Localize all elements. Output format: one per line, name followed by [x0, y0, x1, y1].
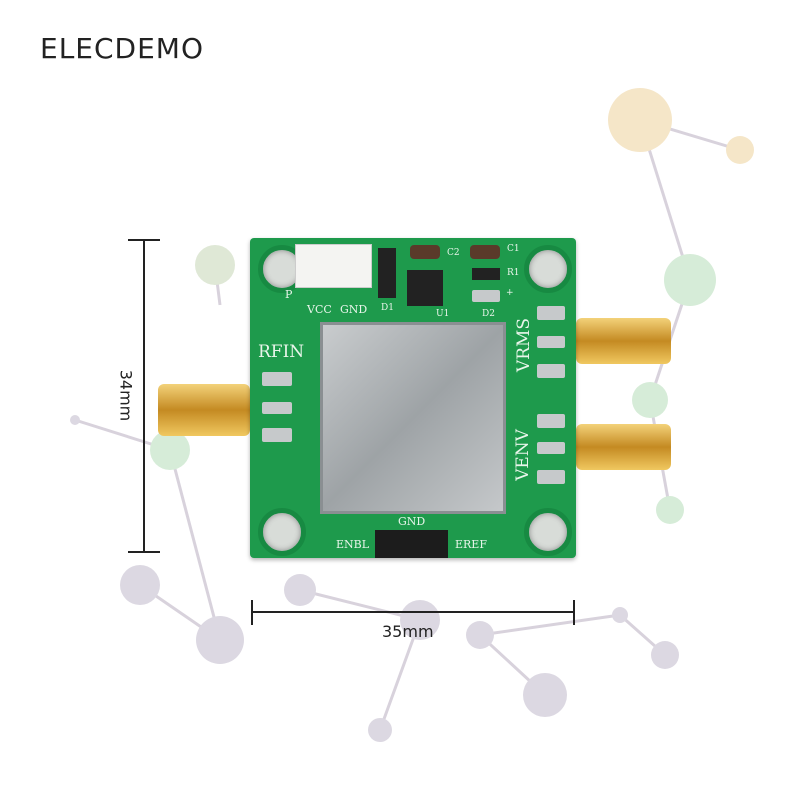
- label-c1: C1: [507, 244, 520, 254]
- pad: [537, 364, 565, 378]
- label-venv: VENV: [512, 429, 533, 481]
- label-plus: +: [506, 288, 514, 298]
- venv-sma-connector: [576, 424, 671, 470]
- vrms-sma-connector: [576, 318, 671, 364]
- pad: [537, 414, 565, 428]
- label-gnd-bottom: GND: [398, 515, 426, 528]
- led-d2: [472, 290, 500, 302]
- rf-shield-can: [320, 322, 506, 514]
- pad: [537, 336, 565, 348]
- label-d1: D1: [381, 303, 394, 313]
- label-enbl: ENBL: [336, 538, 370, 551]
- resistor-r1: [472, 268, 500, 280]
- capacitor-c2: [410, 245, 440, 259]
- brand-logo: ELECDEMO: [40, 32, 204, 65]
- width-dimension: 35mm: [382, 622, 434, 641]
- capacitor-c1: [470, 245, 500, 259]
- label-gnd: GND: [340, 303, 368, 316]
- dimension-lines: [128, 239, 575, 625]
- mounting-hole: [524, 245, 572, 293]
- label-vcc: VCC: [307, 303, 332, 316]
- pad: [262, 402, 292, 414]
- label-p: P: [285, 288, 293, 301]
- label-vrms: VRMS: [514, 317, 535, 373]
- label-d2: D2: [482, 309, 495, 319]
- pad: [537, 442, 565, 454]
- label-r1: R1: [507, 268, 520, 278]
- pad: [262, 372, 292, 386]
- regulator-u1: [407, 270, 443, 306]
- pad: [537, 470, 565, 484]
- rfin-sma-connector: [158, 384, 250, 436]
- pin-header: [375, 530, 448, 558]
- label-rfin: RFIN: [258, 342, 305, 362]
- label-u1: U1: [436, 309, 450, 319]
- mounting-hole: [524, 508, 572, 556]
- height-dimension: 34mm: [116, 369, 136, 422]
- pad: [262, 428, 292, 442]
- power-connector: [295, 244, 372, 288]
- mounting-hole: [258, 508, 306, 556]
- label-eref: EREF: [455, 538, 487, 551]
- pad: [537, 306, 565, 320]
- label-c2: C2: [447, 248, 460, 258]
- diode-d1: [378, 248, 396, 298]
